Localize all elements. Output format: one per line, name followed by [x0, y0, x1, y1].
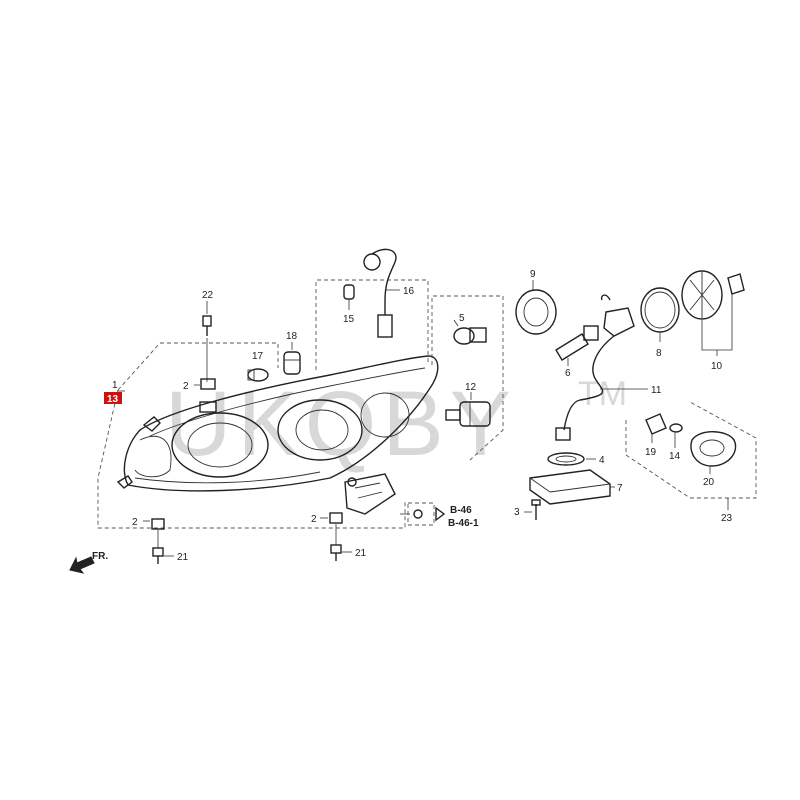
gasket-4: [547, 452, 596, 466]
part-number-3[interactable]: 3: [514, 507, 520, 518]
clip-2-upper: [194, 378, 216, 390]
part-number-18[interactable]: 18: [286, 331, 298, 342]
part-number-8[interactable]: 8: [656, 348, 662, 359]
bulb-17: [247, 368, 269, 382]
part-number-21-left[interactable]: 21: [177, 552, 189, 563]
part-number-20[interactable]: 20: [703, 477, 715, 488]
watermark-tm: TM: [578, 375, 627, 413]
part-number-11[interactable]: 11: [651, 385, 662, 396]
watermark-text: UKQBY: [165, 373, 517, 475]
harness-16: [363, 248, 400, 338]
headlight-assembly: [116, 355, 439, 530]
watermark: UKQBY TM: [165, 373, 627, 475]
arrow-icon: [69, 556, 95, 574]
direction-label: FR.: [92, 551, 108, 562]
part-number-2-right[interactable]: 2: [311, 514, 317, 525]
part-number-2-upper[interactable]: 2: [183, 381, 189, 392]
frame-headlight-top: [117, 342, 279, 391]
bulb-6: [555, 325, 599, 366]
socket-19: [645, 413, 667, 443]
bolts-21: [152, 524, 352, 564]
part-number-9[interactable]: 9: [530, 269, 536, 280]
socket-18: [283, 342, 301, 375]
leveling-motor-12: [445, 392, 491, 427]
part-number-15[interactable]: 15: [343, 314, 355, 325]
part-number-4[interactable]: 4: [599, 455, 605, 466]
frame-ref: [407, 502, 435, 526]
part-number-13[interactable]: 13: [107, 394, 119, 405]
part-number-6[interactable]: 6: [565, 368, 571, 379]
frame-bulb-5-12: [431, 295, 504, 461]
bolt-22: [202, 301, 212, 382]
frame-bulb-15-16: [315, 279, 429, 370]
cap-10: [681, 270, 745, 356]
part-number-23[interactable]: 23: [721, 513, 733, 524]
bulb-15: [343, 284, 355, 310]
bulb-5: [453, 319, 487, 345]
ballast-7: [529, 469, 615, 505]
reference-b46[interactable]: B-46: [450, 505, 472, 516]
part-number-21-right[interactable]: 21: [355, 548, 367, 559]
part-number-14[interactable]: 14: [669, 451, 681, 462]
front-direction-arrow: [69, 556, 95, 574]
frame-sidemarker: [625, 401, 757, 499]
igniter-11: [555, 294, 648, 441]
ring-8: [640, 287, 680, 342]
part-number-17[interactable]: 17: [252, 351, 264, 362]
part-number-2-left[interactable]: 2: [132, 517, 138, 528]
screw-3: [524, 499, 541, 520]
part-number-12[interactable]: 12: [465, 382, 477, 393]
sidemarker-20: [690, 431, 737, 474]
reference-b46-1[interactable]: B-46-1: [448, 518, 479, 529]
part-number-5[interactable]: 5: [459, 313, 465, 324]
part-number-19[interactable]: 19: [645, 447, 657, 458]
reference-arrow: [400, 506, 446, 522]
bulb-14: [669, 423, 683, 448]
highlight-box: [104, 392, 122, 404]
part-number-22[interactable]: 22: [202, 290, 214, 301]
frame-headlight-bottom: [97, 389, 406, 529]
part-number-1[interactable]: 1: [112, 380, 118, 391]
part-number-7[interactable]: 7: [617, 483, 623, 494]
part-number-10[interactable]: 10: [711, 361, 723, 372]
cover-9: [515, 280, 557, 335]
part-number-16[interactable]: 16: [403, 286, 415, 297]
